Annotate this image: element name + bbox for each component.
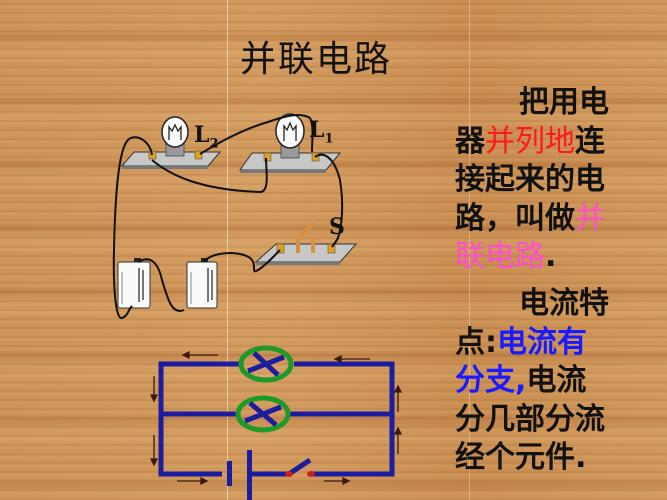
definition-line-1: 把用电 <box>519 85 609 120</box>
text-segment: 路，叫做 <box>455 200 575 236</box>
definition-line-2: 器并列地连 <box>455 123 635 162</box>
current-arrows <box>149 350 403 486</box>
highlight-pink: 联电路 <box>455 239 545 274</box>
text-segment: . <box>545 239 557 274</box>
definition-line-3: 接起来的电 <box>455 162 605 197</box>
text-segment: 点: <box>455 324 497 360</box>
definition-line-4: 路，叫做并 <box>455 200 635 239</box>
feature-line-1: 电流特 <box>519 286 609 321</box>
highlight-red: 并列地 <box>485 123 575 159</box>
feature-line-3: 分支,电流 <box>455 362 655 401</box>
schematic-switch-open <box>285 457 315 477</box>
feature-line-5: 经个元件. <box>455 440 587 475</box>
lamp-l1-subscript: 1 <box>324 131 334 147</box>
highlight-pink: 并 <box>575 200 605 236</box>
lamp-l1-label: L1 <box>309 117 334 146</box>
lamp-l2 <box>120 116 222 169</box>
highlight-blue: 电流有 <box>497 324 587 360</box>
switch-s-label: S <box>329 214 345 240</box>
lamp-l2-subscript: 2 <box>209 136 219 152</box>
current-feature-text: 电流特 点:电流有 分支,电流 分几部分流 经个元件. <box>455 285 655 478</box>
schematic-diagram <box>149 345 403 500</box>
wires <box>112 114 344 319</box>
text-segment: 器 <box>455 123 485 159</box>
lamp-l1-letter: L <box>309 117 325 143</box>
definition-text: 把用电 器并列地连 接起来的电 路，叫做并 联电路. <box>455 84 635 277</box>
text-segment: 电流 <box>526 363 587 398</box>
definition-line-5: 联电路. <box>455 238 635 277</box>
battery-right <box>186 258 218 309</box>
wood-seam <box>469 0 470 500</box>
schematic-lamp-middle <box>235 395 291 433</box>
feature-line-2: 点:电流有 <box>455 324 655 363</box>
schematic-wires <box>158 361 395 477</box>
slide-title: 并联电路 <box>240 39 393 80</box>
schematic-lamp-top <box>238 345 294 383</box>
wood-seam <box>227 0 228 500</box>
highlight-blue: 分支, <box>455 363 527 398</box>
lamp-l2-label: L2 <box>194 122 219 151</box>
lamp-l2-letter: L <box>194 122 210 148</box>
switch-s <box>254 222 358 265</box>
physical-circuit-diagram <box>112 113 358 319</box>
schematic-battery <box>227 450 252 500</box>
battery-left <box>117 258 151 309</box>
feature-line-4: 分几部分流 <box>455 401 605 437</box>
text-segment: 连 <box>575 123 605 159</box>
